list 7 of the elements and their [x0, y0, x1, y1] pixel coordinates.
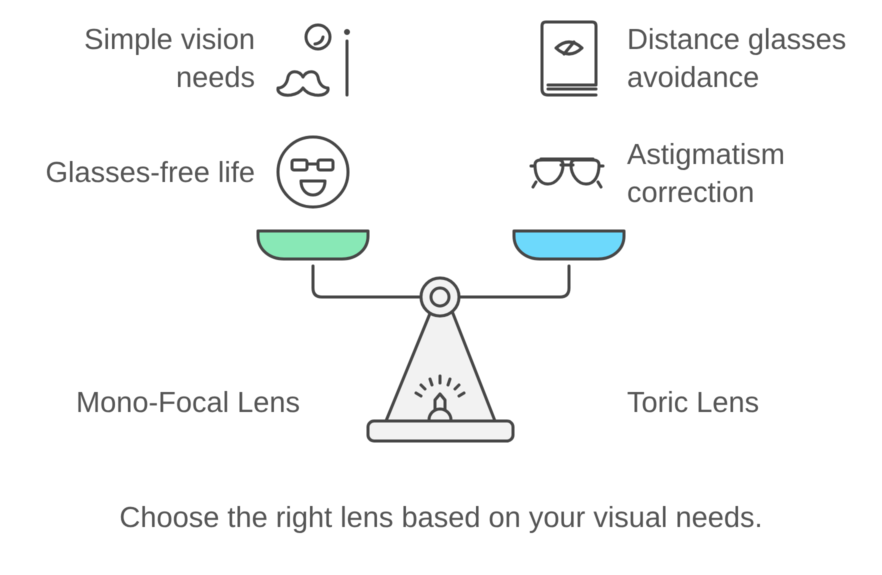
benefit-label: Simple vision needs	[83, 23, 255, 96]
caption: Choose the right lens based on your visual needs.	[119, 501, 763, 536]
benefit-label: Distance glasses avoidance	[627, 23, 848, 96]
benefit-label: Glasses-free life	[45, 156, 255, 191]
lens-type-label: Mono-Focal Lens	[76, 386, 300, 421]
lens-type-label: Toric Lens	[627, 386, 760, 421]
benefit-label: Astigmatism correction	[627, 138, 786, 211]
